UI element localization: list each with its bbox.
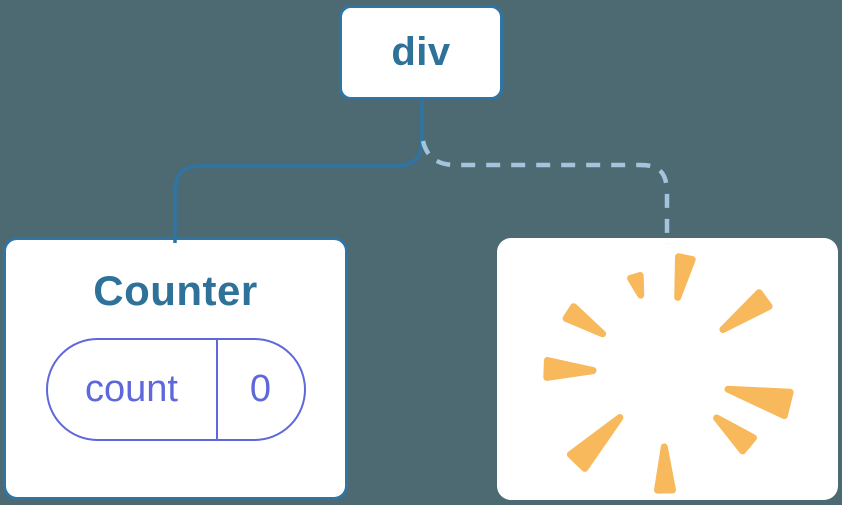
starburst-ray	[674, 253, 696, 301]
starburst-ray	[627, 272, 645, 299]
counter-title: Counter	[93, 267, 258, 314]
starburst-ray	[713, 414, 757, 455]
starburst-ray	[543, 357, 597, 381]
starburst-ray	[724, 385, 794, 420]
root-node-label: div	[391, 30, 451, 74]
tree-node-removed	[497, 238, 838, 500]
state-pill: count 0	[45, 338, 306, 442]
starburst-ray	[719, 289, 773, 333]
tree-node-div: div	[339, 5, 503, 100]
poof-starburst-icon	[543, 253, 794, 494]
state-key-label: count	[85, 368, 178, 411]
connector-removed-child-line	[420, 140, 670, 244]
state-value: 0	[215, 340, 304, 440]
starburst-ray	[566, 414, 624, 472]
connector-kept-child-line	[173, 99, 424, 243]
starburst-ray	[562, 303, 607, 338]
tree-node-counter: Counter count 0	[3, 237, 348, 500]
starburst-ray	[654, 443, 676, 494]
